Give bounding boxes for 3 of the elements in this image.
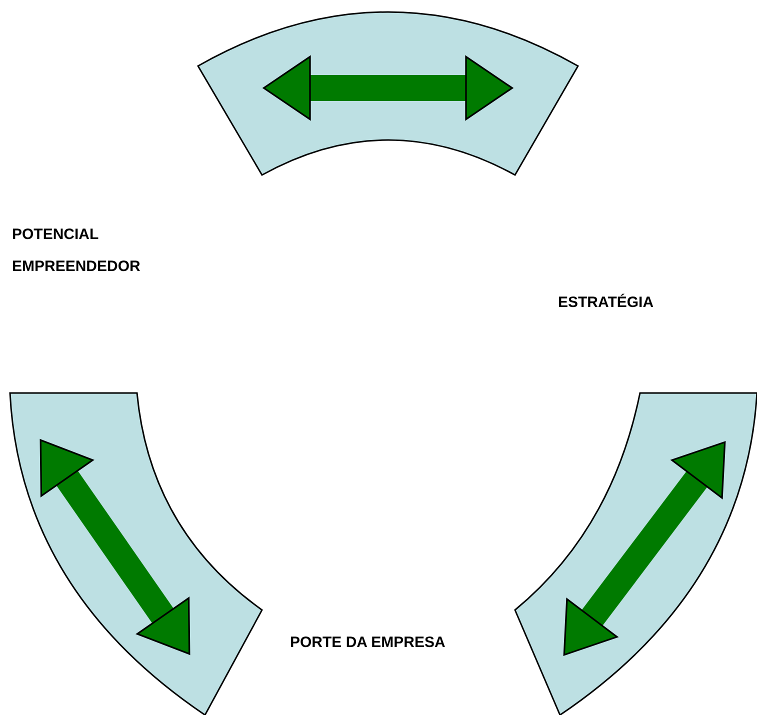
label-text: POTENCIAL EMPREENDEDOR (12, 219, 182, 283)
label-text: PORTE DA EMPRESA (290, 627, 490, 659)
label-text: ESTRATÉGIA (558, 287, 688, 319)
